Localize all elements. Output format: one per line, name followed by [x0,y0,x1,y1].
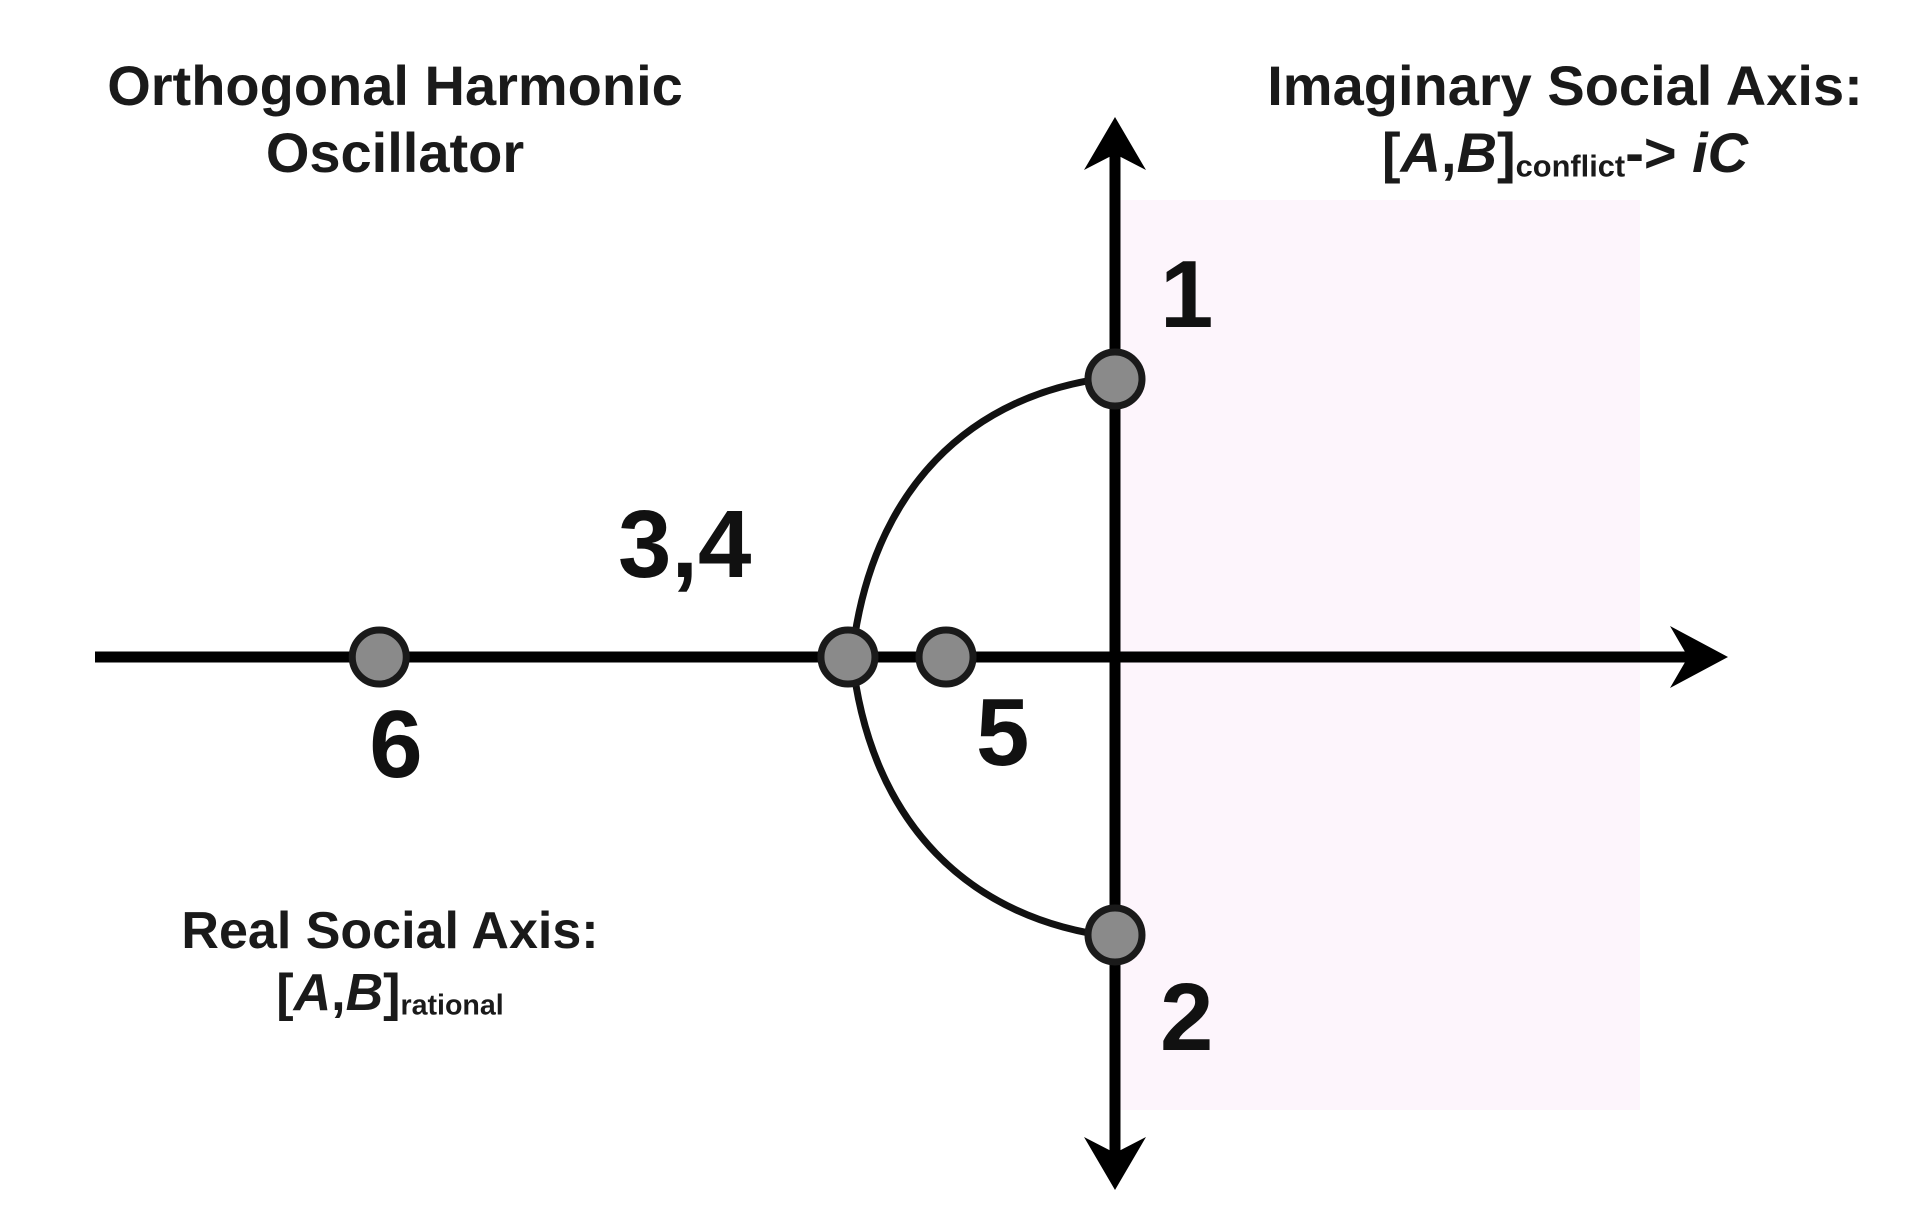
point-label-1: 1 [1160,241,1214,349]
imaginary-operator-a: A [1400,121,1441,185]
diagram-title-line-1: Orthogonal Harmonic [107,54,683,117]
real-subscript-rational: rational [400,989,504,1022]
diagram-title-line-2: Oscillator [265,121,525,185]
point-1 [1084,348,1146,410]
real-bracket-close: ] [383,964,401,1023]
point-3-4 [817,626,879,688]
imaginary-bracket-open: [ [1381,121,1401,185]
imaginary-axis-arrowhead-down [1084,1137,1146,1190]
real-axis-arrowhead [1670,626,1728,688]
point-6 [348,626,410,688]
imaginary-axis-arrowhead-up [1084,117,1146,170]
point-label-2: 2 [1160,963,1214,1071]
point-2 [1084,904,1146,966]
imaginary-bracket-close: ] [1497,121,1516,185]
point-5 [915,626,977,688]
real-comma: , [331,964,346,1023]
diagram-title: Orthogonal Harmonic Oscillator [40,52,750,186]
point-label-6: 6 [369,691,423,798]
real-bracket-open: [ [276,964,294,1023]
imaginary-axis-formula: [A,B]conflict-> iC [1215,119,1915,186]
point-label-5: 5 [976,679,1030,786]
points-layer [348,348,1146,966]
real-operator-a: A [293,964,332,1023]
imaginary-subscript-conflict: conflict [1515,148,1626,184]
real-axis-caption-line-1: Real Social Axis: [181,902,599,960]
real-operator-b: B [345,964,384,1023]
imaginary-ic: iC [1692,121,1749,185]
imaginary-axis-caption-line-1: Imaginary Social Axis: [1267,54,1863,117]
imaginary-axis-caption: Imaginary Social Axis: [A,B]conflict-> i… [1215,52,1915,186]
real-axis-caption: Real Social Axis: [A,B]rational [90,900,690,1025]
imaginary-comma: , [1441,121,1457,185]
imaginary-operator-b: B [1456,121,1498,185]
imaginary-arrow: -> [1625,121,1677,185]
point-label-3-4: 3,4 [617,491,752,598]
real-axis-formula: [A,B]rational [90,962,690,1024]
